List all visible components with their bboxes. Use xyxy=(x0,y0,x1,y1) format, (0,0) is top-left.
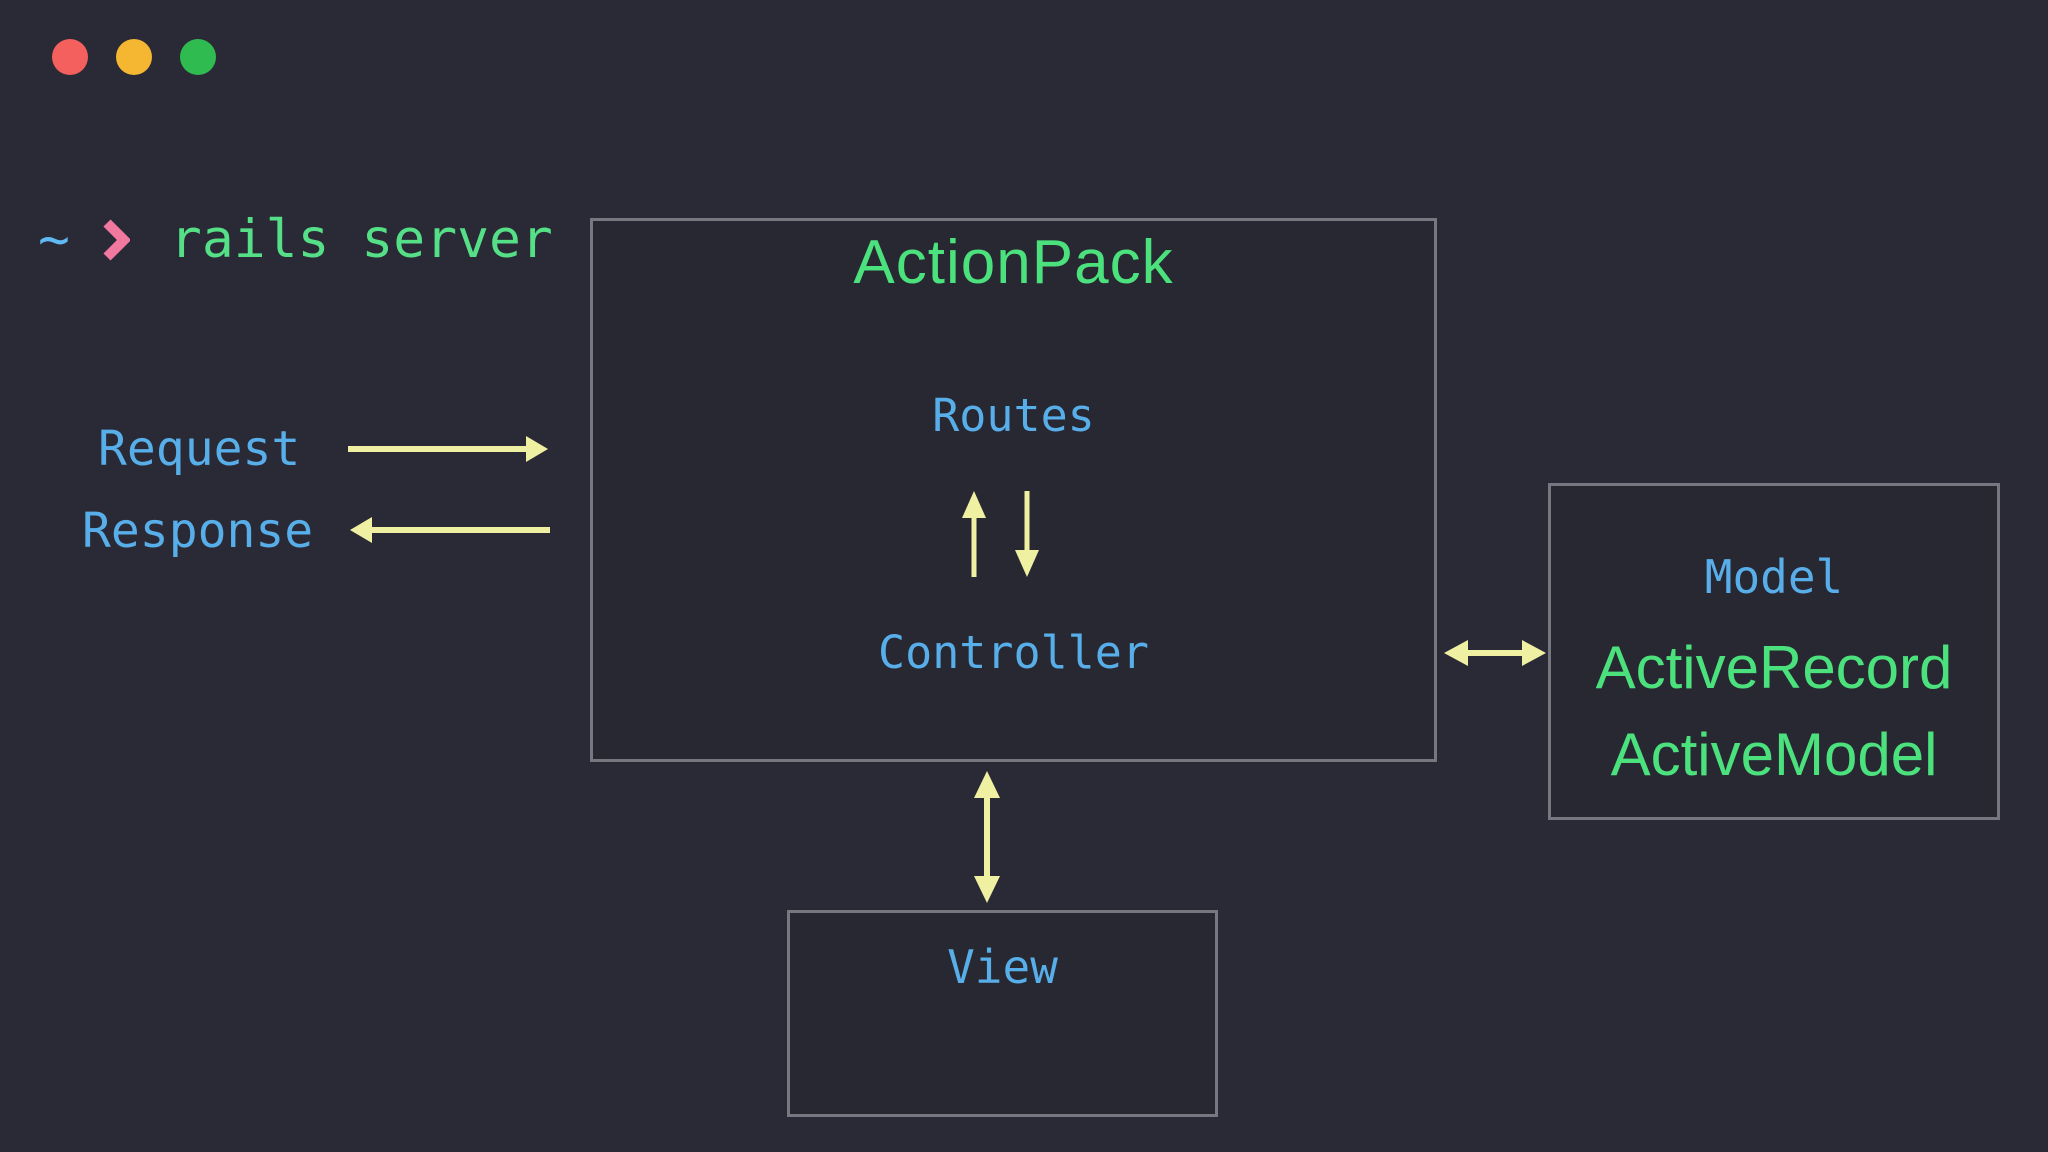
request-label: Request xyxy=(98,421,301,477)
view-title: View xyxy=(947,940,1058,994)
actionpack-title: ActionPack xyxy=(853,228,1174,297)
close-button[interactable] xyxy=(52,39,88,75)
actionpack-box xyxy=(590,218,1437,762)
controller-label: Controller xyxy=(878,626,1149,679)
zoom-button[interactable] xyxy=(180,39,216,75)
response-arrow xyxy=(350,517,550,543)
actionpack-model-double-arrow xyxy=(1444,640,1546,666)
terminal-prompt: ~ rails server xyxy=(38,212,553,268)
home-tilde: ~ xyxy=(38,209,70,270)
routes-label: Routes xyxy=(932,389,1095,442)
minimize-button[interactable] xyxy=(116,39,152,75)
activemodel-label: ActiveModel xyxy=(1610,721,1938,788)
model-box xyxy=(1548,483,2000,820)
response-label: Response xyxy=(82,503,314,559)
view-box xyxy=(787,910,1218,1117)
prompt-chevron-icon xyxy=(103,219,130,261)
activerecord-label: ActiveRecord xyxy=(1595,634,1953,701)
request-arrow xyxy=(348,436,548,462)
model-title: Model xyxy=(1704,550,1844,604)
terminal-command: rails server xyxy=(169,209,553,270)
window-controls xyxy=(52,39,216,75)
actionpack-view-double-arrow xyxy=(974,771,1000,903)
